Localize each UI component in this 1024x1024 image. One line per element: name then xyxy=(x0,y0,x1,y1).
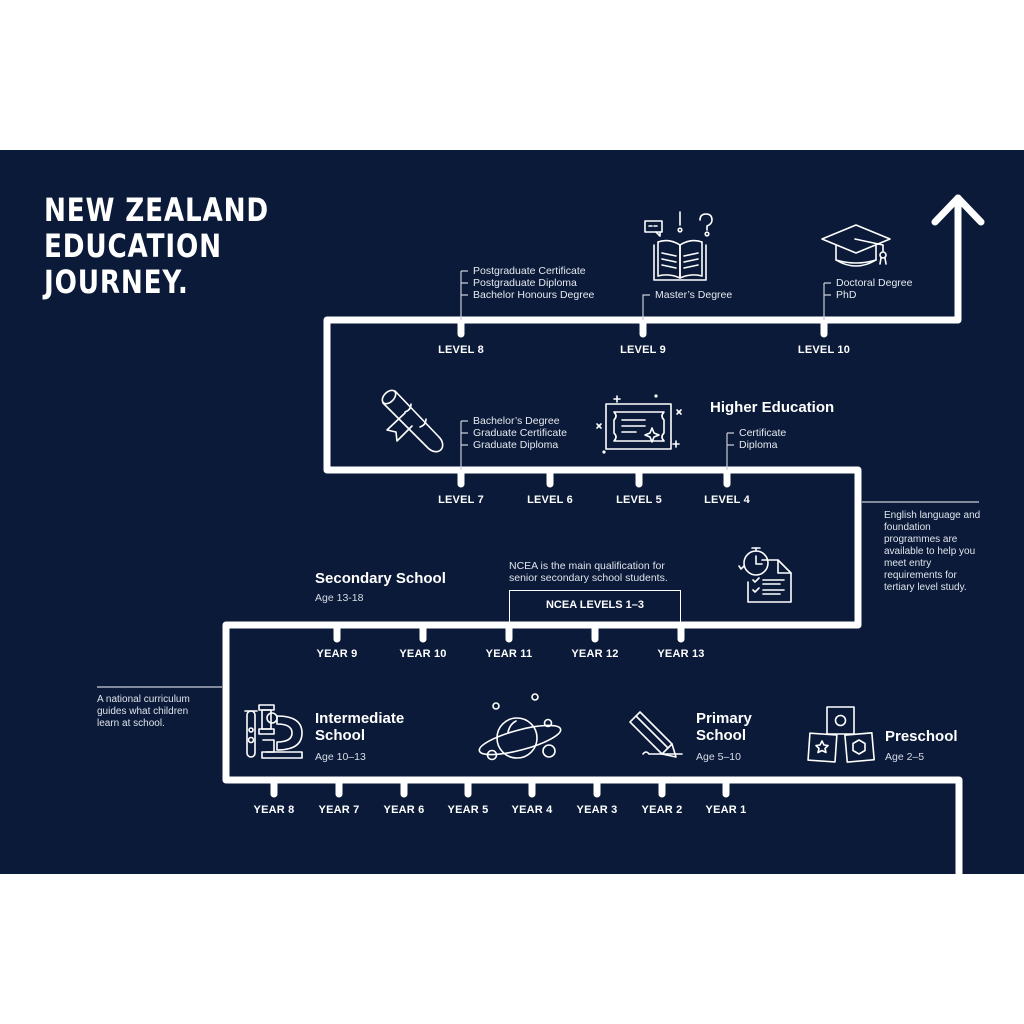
page-title: NEW ZEALAND EDUCATION JOURNEY. xyxy=(44,192,269,300)
qualification: Bachelor Honours Degree xyxy=(473,289,595,301)
heading-line: School xyxy=(696,727,747,744)
qualification: Postgraduate Diploma xyxy=(473,277,577,289)
year-6-label: YEAR 6 xyxy=(383,804,425,816)
year-2-label: YEAR 2 xyxy=(641,804,683,816)
open-book-icon xyxy=(644,211,713,281)
level-9-label: LEVEL 9 xyxy=(620,344,666,356)
secondary-school-age: Age 13-18 xyxy=(315,592,364,604)
secondary-school-heading: Secondary School xyxy=(315,570,446,587)
certificate-icon xyxy=(596,394,682,454)
title-line-1: NEW ZEALAND xyxy=(44,191,270,229)
ncea-note: NCEA is the main qualification for senio… xyxy=(509,560,668,584)
level-4-qualifications: Certificate Diploma xyxy=(739,427,786,451)
year-11-label: YEAR 11 xyxy=(485,648,533,660)
qualification: Graduate Diploma xyxy=(473,439,559,451)
qualification: Postgraduate Certificate xyxy=(473,265,586,277)
year-5-label: YEAR 5 xyxy=(447,804,489,816)
year-12-label: YEAR 12 xyxy=(571,648,619,660)
year-4-label: YEAR 4 xyxy=(511,804,553,816)
primary-school-heading: Primary School xyxy=(696,710,752,744)
diploma-scroll-icon xyxy=(381,389,444,453)
year-3-label: YEAR 3 xyxy=(576,804,618,816)
title-line-2: EDUCATION xyxy=(44,227,222,265)
microscope-icon xyxy=(244,704,303,759)
year-13-label: YEAR 13 xyxy=(657,648,705,660)
checklist-timer-icon xyxy=(738,547,792,603)
preschool-heading: Preschool xyxy=(885,728,958,745)
level-9-qualifications: Master’s Degree xyxy=(655,289,732,301)
preschool-age: Age 2–5 xyxy=(885,751,925,763)
foundation-note: English language and foundation programm… xyxy=(884,510,981,593)
year-10-label: YEAR 10 xyxy=(399,648,447,660)
year-9-label: YEAR 9 xyxy=(316,648,358,660)
qualification: Doctoral Degree xyxy=(836,277,913,289)
intermediate-school-age: Age 10–13 xyxy=(315,751,366,763)
level-10-label: LEVEL 10 xyxy=(797,344,851,356)
infographic-panel: NEW ZEALAND EDUCATION JOURNEY. Postgradu… xyxy=(0,150,1024,874)
level-4-label: LEVEL 4 xyxy=(704,494,750,506)
level-8-qualifications: Postgraduate Certificate Postgraduate Di… xyxy=(473,265,594,301)
qualification: PhD xyxy=(836,289,857,301)
year-8-label: YEAR 8 xyxy=(253,804,295,816)
journey-path xyxy=(97,194,985,874)
curriculum-note: A national curriculum guides what childr… xyxy=(97,694,190,729)
title-line-3: JOURNEY. xyxy=(44,263,189,301)
year-1-label: YEAR 1 xyxy=(705,804,747,816)
level-7-label: LEVEL 7 xyxy=(438,494,484,506)
level-7-qualifications: Bachelor’s Degree Graduate Certificate G… xyxy=(473,415,567,451)
qualification: Diploma xyxy=(739,439,778,451)
primary-school-age: Age 5–10 xyxy=(696,751,741,763)
ncea-levels-box: NCEA LEVELS 1–3 xyxy=(509,590,681,625)
heading-line: Intermediate xyxy=(315,710,405,727)
intermediate-school-heading: Intermediate School xyxy=(315,710,404,744)
qualification: Master’s Degree xyxy=(655,289,733,301)
blocks-icon xyxy=(807,706,875,763)
heading-line: School xyxy=(315,727,366,744)
qualification: Certificate xyxy=(739,427,787,439)
pencil-icon xyxy=(629,711,683,758)
level-6-label: LEVEL 6 xyxy=(527,494,573,506)
planet-icon xyxy=(478,693,562,761)
qualification: Bachelor’s Degree xyxy=(473,415,560,427)
level-8-label: LEVEL 8 xyxy=(438,344,484,356)
level-5-label: LEVEL 5 xyxy=(616,494,662,506)
graduation-cap-icon xyxy=(821,224,891,267)
qualification: Graduate Certificate xyxy=(473,427,567,439)
year-7-label: YEAR 7 xyxy=(318,804,360,816)
heading-line: Primary xyxy=(696,710,752,727)
higher-education-heading: Higher Education xyxy=(710,399,835,416)
level-10-qualifications: Doctoral Degree PhD xyxy=(836,277,912,301)
